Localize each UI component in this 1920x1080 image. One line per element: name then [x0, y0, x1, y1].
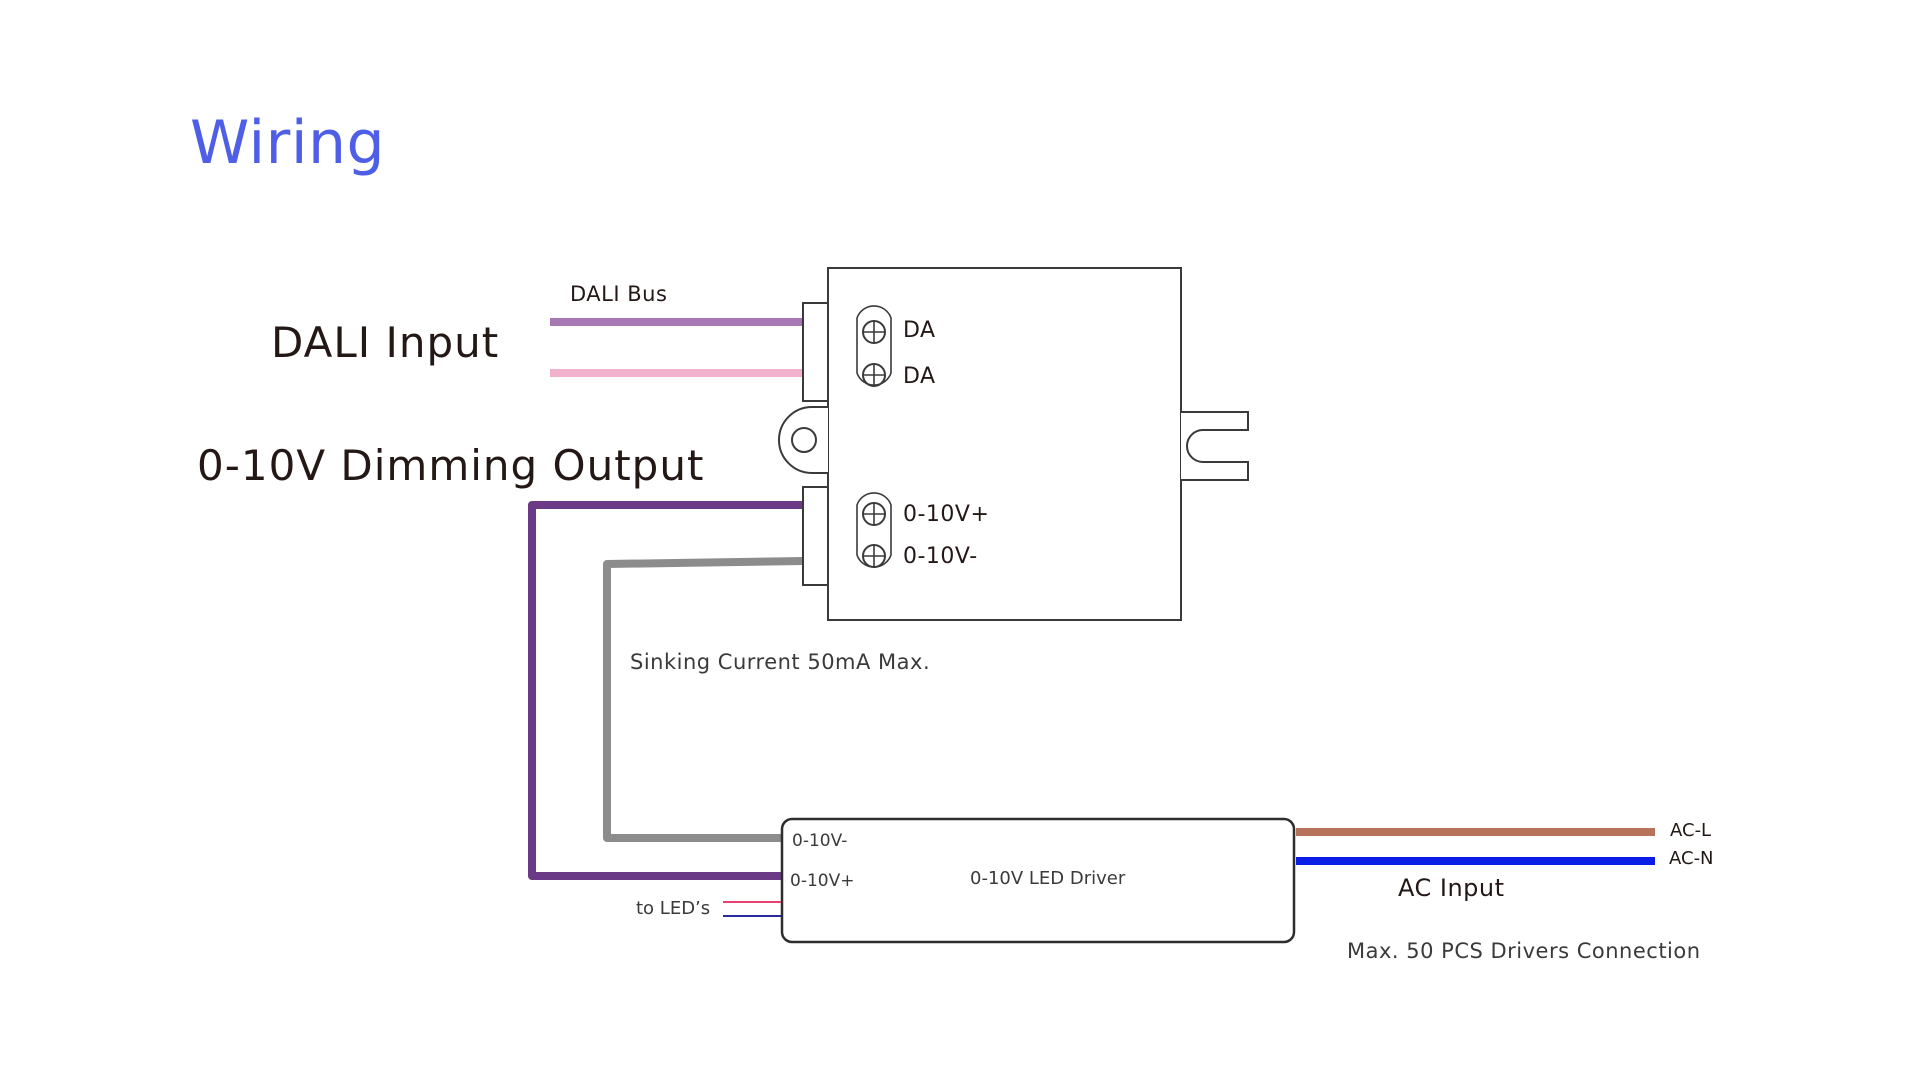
screw-icon	[862, 320, 886, 344]
dim-terminal-block	[802, 486, 829, 586]
dimming-output-label: 0-10V Dimming Output	[197, 441, 705, 490]
driver-terminal-dim-plus: 0-10V+	[790, 871, 855, 891]
sinking-current-note: Sinking Current 50mA Max.	[630, 650, 931, 674]
mounting-hole-icon	[791, 427, 817, 453]
to-leds-label: to LED’s	[636, 898, 711, 919]
mounting-ear-left	[778, 406, 828, 474]
terminal-label-dim-plus: 0-10V+	[903, 502, 990, 527]
ac-l-label: AC-L	[1670, 820, 1712, 841]
screw-icon	[862, 363, 886, 387]
ac-input-label: AC Input	[1398, 874, 1505, 902]
screw-icon	[862, 502, 886, 526]
dim-plus-wire	[528, 501, 803, 880]
terminal-label-dim-minus: 0-10V-	[903, 544, 978, 569]
driver-terminal-dim-minus: 0-10V-	[792, 831, 848, 851]
page-title: Wiring	[190, 108, 386, 178]
ac-n-label: AC-N	[1669, 848, 1714, 869]
dim-minus-wire	[603, 557, 804, 842]
terminal-label-da-2: DA	[903, 364, 936, 389]
driver-name-label: 0-10V LED Driver	[970, 868, 1126, 889]
dali-bus-label: DALI Bus	[570, 282, 668, 306]
mounting-ear-right	[1181, 411, 1249, 481]
terminal-link-da	[856, 305, 892, 386]
max-drivers-note: Max. 50 PCS Drivers Connection	[1347, 939, 1701, 963]
terminal-label-da-1: DA	[903, 318, 936, 343]
terminal-link-dim	[856, 492, 892, 568]
screw-icon	[862, 544, 886, 568]
dali-input-label: DALI Input	[271, 318, 500, 367]
dali-module-body	[827, 267, 1182, 621]
led-driver-body	[780, 817, 1296, 944]
dali-terminal-block	[802, 302, 829, 402]
